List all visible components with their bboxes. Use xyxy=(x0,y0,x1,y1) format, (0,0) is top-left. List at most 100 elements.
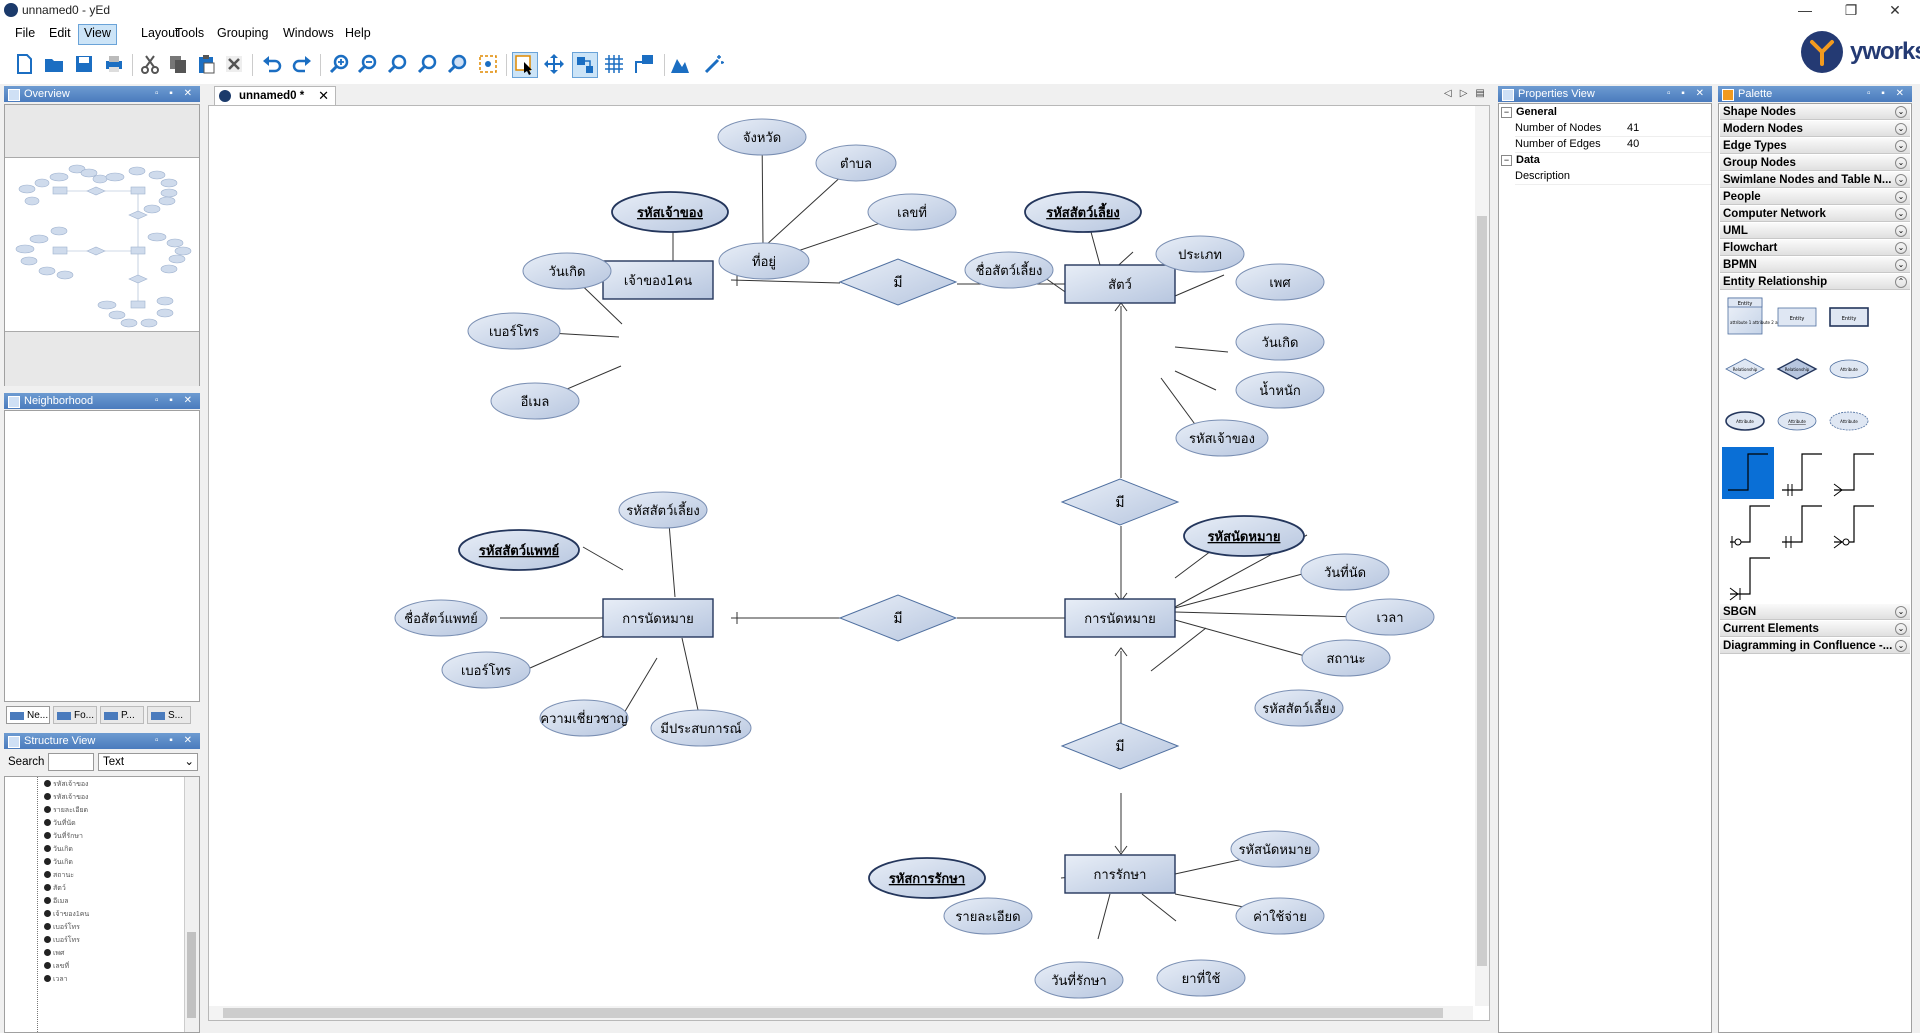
palette-section[interactable]: Entity Relationship⌃ xyxy=(1720,274,1910,290)
er-entity-bold[interactable]: Entity xyxy=(1829,307,1869,327)
chevron-down-icon[interactable]: ⌄ xyxy=(1895,225,1907,237)
chevron-down-icon[interactable]: ⌄ xyxy=(1895,123,1907,135)
tab-navigation[interactable]: ◁▷▤ xyxy=(1444,88,1493,99)
relationship-node[interactable]: มี xyxy=(1060,722,1180,770)
panel-controls[interactable]: ▫ ▪ ✕ xyxy=(1866,88,1908,99)
er-edge-zero-many[interactable] xyxy=(1833,505,1874,549)
attribute-node[interactable]: ตำบล xyxy=(815,144,897,182)
restore-button[interactable]: ❐ xyxy=(1844,2,1858,18)
layout-icon[interactable] xyxy=(668,52,692,76)
grid-icon[interactable] xyxy=(602,52,626,76)
tab-predecessors[interactable]: P... xyxy=(100,706,144,724)
collapse-icon[interactable]: − xyxy=(1501,155,1512,166)
menu-help[interactable]: Help xyxy=(345,26,371,40)
attribute-node[interactable]: ยาที่ใช้ xyxy=(1156,959,1246,997)
attribute-node[interactable]: รหัสเจ้าของ xyxy=(1175,419,1269,457)
magic-wand-icon[interactable] xyxy=(702,52,726,76)
tab-successors[interactable]: S... xyxy=(147,706,191,724)
tree-node-item[interactable]: สถานะ xyxy=(44,870,74,882)
attribute-node[interactable]: รหัสสัตว์เลี้ยง xyxy=(618,491,708,529)
chevron-down-icon[interactable]: ⌄ xyxy=(1895,174,1907,186)
er-attribute-dashed[interactable]: Attribute xyxy=(1829,411,1869,431)
snap-icon[interactable] xyxy=(632,52,656,76)
er-entity[interactable]: Entity xyxy=(1777,307,1817,327)
er-edge-plain-selected[interactable] xyxy=(1722,447,1774,499)
attribute-node[interactable]: เวลา xyxy=(1345,598,1435,636)
er-edge-one-many[interactable] xyxy=(1729,557,1770,601)
menu-file[interactable]: File xyxy=(15,26,36,40)
attribute-node[interactable]: จังหวัด xyxy=(717,118,807,156)
tree-node-item[interactable]: สัตว์ xyxy=(44,883,66,895)
attribute-node[interactable]: รหัสสัตว์เลี้ยง xyxy=(1254,689,1344,727)
attribute-node[interactable]: ที่อยู่ xyxy=(718,242,810,280)
fit-content-icon[interactable] xyxy=(476,52,500,76)
lasso-icon[interactable] xyxy=(572,52,598,78)
attribute-node[interactable]: วันเกิด xyxy=(522,252,612,290)
canvas-hscrollbar[interactable] xyxy=(209,1006,1473,1020)
chevron-down-icon[interactable]: ⌄ xyxy=(1895,259,1907,271)
attribute-node[interactable]: ค่าใช้จ่าย xyxy=(1235,897,1325,935)
er-relationship-bold[interactable]: Relationship xyxy=(1776,358,1818,380)
zoom-area-icon[interactable] xyxy=(446,52,470,76)
entity-node[interactable]: การนัดหมาย xyxy=(1064,598,1176,638)
palette-section[interactable]: SBGN⌄ xyxy=(1720,604,1910,620)
tree-node-item[interactable]: เวลา xyxy=(44,974,68,986)
panel-controls[interactable]: ▫ ▪ ✕ xyxy=(154,395,196,406)
key-attribute-node[interactable]: รหัสนัดหมาย xyxy=(1183,515,1305,557)
canvas-vscrollbar[interactable] xyxy=(1475,106,1489,1006)
attribute-node[interactable]: วันที่รักษา xyxy=(1034,961,1124,999)
close-tab-icon[interactable]: ✕ xyxy=(318,88,329,103)
move-view-icon[interactable] xyxy=(542,52,566,76)
attribute-node[interactable]: วันเกิด xyxy=(1235,323,1325,361)
palette-section[interactable]: Shape Nodes⌄ xyxy=(1720,104,1910,120)
chevron-down-icon[interactable]: ⌄ xyxy=(1895,191,1907,203)
chevron-down-icon[interactable]: ⌄ xyxy=(1895,623,1907,635)
attribute-node[interactable]: รายละเอียด xyxy=(943,897,1033,935)
attribute-node[interactable]: เพศ xyxy=(1235,263,1325,301)
attribute-node[interactable]: เบอร์โทร xyxy=(467,312,561,350)
delete-icon[interactable] xyxy=(222,52,246,76)
key-attribute-node[interactable]: รหัสการรักษา xyxy=(868,857,986,899)
zoom-out-icon[interactable] xyxy=(356,52,380,76)
er-entity-with-attributes[interactable]: Entity attribute 1 attribute 2 attribute… xyxy=(1727,297,1797,335)
canvas-hscroll-thumb[interactable] xyxy=(223,1008,1443,1018)
attribute-node[interactable]: เบอร์โทร xyxy=(441,651,531,689)
paste-icon[interactable] xyxy=(194,52,218,76)
panel-controls[interactable]: ▫ ▪ ✕ xyxy=(1666,88,1708,99)
tree-node-item[interactable]: เจ้าของ1คน xyxy=(44,909,89,921)
palette-section[interactable]: Group Nodes⌄ xyxy=(1720,155,1910,171)
chevron-down-icon[interactable]: ⌄ xyxy=(1895,606,1907,618)
search-mode-select[interactable]: Text⌄ xyxy=(98,753,198,771)
property-row-description[interactable]: Description xyxy=(1515,169,1711,185)
overview-panel[interactable] xyxy=(4,104,200,386)
palette-section[interactable]: Edge Types⌄ xyxy=(1720,138,1910,154)
copy-icon[interactable] xyxy=(166,52,190,76)
attribute-node[interactable]: สถานะ xyxy=(1301,639,1391,677)
menu-tools[interactable]: Tools xyxy=(175,26,205,40)
attribute-node[interactable]: ประเภท xyxy=(1155,235,1245,273)
tree-node-item[interactable]: อีเมล xyxy=(44,896,69,908)
er-edge-many[interactable] xyxy=(1833,453,1874,497)
er-attribute-bold[interactable]: Attribute xyxy=(1725,411,1765,431)
chevron-down-icon[interactable]: ⌄ xyxy=(1895,106,1907,118)
attribute-node[interactable]: วันที่นัด xyxy=(1300,553,1390,591)
tab-folding[interactable]: Fo... xyxy=(53,706,97,724)
er-edge-one-one[interactable] xyxy=(1782,505,1822,548)
entity-node[interactable]: การนัดหมาย xyxy=(602,598,714,638)
new-document-icon[interactable] xyxy=(12,52,36,76)
tree-scrollbar[interactable] xyxy=(184,777,199,1032)
tree-node-item[interactable]: เพศ xyxy=(44,948,64,960)
tree-node-item[interactable]: เบอร์โทร xyxy=(44,935,80,947)
tab-neighborhood[interactable]: Ne... xyxy=(6,706,50,724)
chevron-up-icon[interactable]: ⌃ xyxy=(1895,276,1907,288)
attribute-node[interactable]: รหัสนัดหมาย xyxy=(1230,830,1320,868)
redo-icon[interactable] xyxy=(290,52,314,76)
tree-node-item[interactable]: วันเกิด xyxy=(44,844,73,856)
edit-mode-icon[interactable] xyxy=(512,52,538,78)
tree-node-item[interactable]: เลขที่ xyxy=(44,961,69,973)
zoom-100-icon[interactable] xyxy=(386,52,410,76)
palette-section[interactable]: UML⌄ xyxy=(1720,223,1910,239)
properties-group-data[interactable]: −Data xyxy=(1501,153,1709,168)
chevron-down-icon[interactable]: ⌄ xyxy=(1895,140,1907,152)
